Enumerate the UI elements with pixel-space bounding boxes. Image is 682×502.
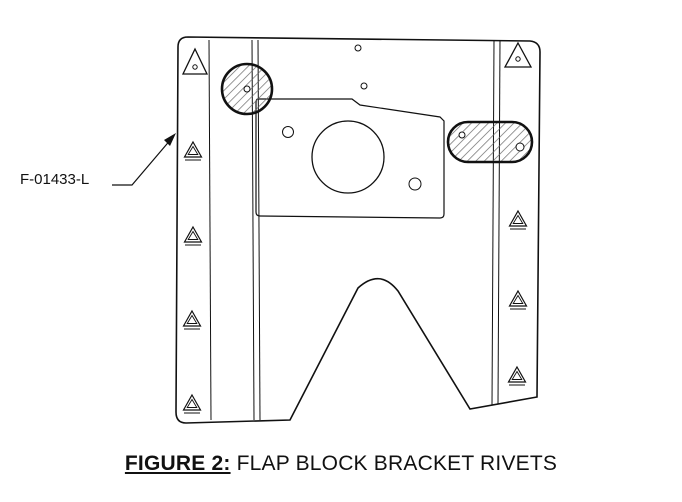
figure-caption-text: FLAP BLOCK BRACKET RIVETS <box>230 452 558 475</box>
top-small-hole <box>354 44 362 52</box>
callout-leader-arrow <box>112 133 176 186</box>
right-plate-hole <box>408 177 422 191</box>
rivet-highlight-right <box>446 120 534 164</box>
upper-small-hole <box>360 82 368 90</box>
figure-caption: FIGURE 2: FLAP BLOCK BRACKET RIVETS <box>0 452 682 476</box>
warning-triangle-icon <box>181 47 209 75</box>
part-number-callout: F-01433-L <box>20 171 90 188</box>
right-flange-line-1 <box>497 39 501 405</box>
left-flange-line-1 <box>208 39 212 421</box>
rivet-highlight-left <box>220 62 274 116</box>
warning-triangle-icon <box>503 41 533 68</box>
large-center-hole <box>311 120 385 194</box>
left-plate-hole <box>282 126 294 138</box>
right-flange-line-2 <box>491 39 495 406</box>
figure-caption-prefix: FIGURE 2: <box>124 452 231 475</box>
